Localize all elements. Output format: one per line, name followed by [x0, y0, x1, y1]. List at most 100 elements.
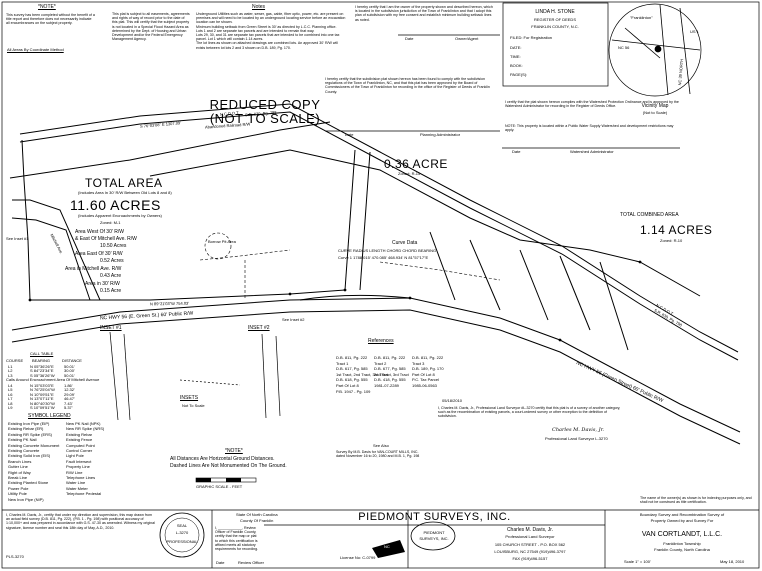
call-bearing: S 84°23'34"E — [30, 368, 54, 374]
watershed-date-label: Date — [512, 149, 521, 154]
note-item: The lot lines as shown on attached drawi… — [196, 41, 338, 50]
firm-name: PIEDMONT SURVEYS, INC. — [358, 511, 511, 523]
legend-item: Existing Rebar (ER) — [8, 426, 44, 432]
reference-line: 1st Tract, 2nd Tract, 3rd Tract — [336, 371, 389, 377]
reference-line: 2nd Tract, 3rd Tract — [374, 371, 409, 377]
reference-line: D.B. 811, Pg. 222 — [374, 355, 406, 360]
watershed-admin-label: Watershed Administrator — [570, 149, 614, 154]
area-mitchell-1: Area in Mitchell Ave. R/W — [65, 266, 122, 272]
graphic-scale-label: GRAPHIC SCALE - FEET — [196, 484, 243, 489]
legend-item: Gutter Line — [8, 464, 28, 470]
legend-item: Break Line — [8, 475, 28, 480]
firm-city: LOUISBURG, NC 27549 (919)496-3797 — [494, 549, 566, 554]
register-book: BOOK: — [510, 63, 523, 68]
inset-2-title: INSET #2 — [248, 325, 270, 331]
total-area-zoned: Zoned: M-1 — [100, 220, 121, 225]
owner-certificate: I hereby certify that I am the owner of … — [355, 5, 493, 22]
borrow-pit-label: Borrow Pit Area — [208, 239, 236, 244]
logo-line-1: PIEDMONT — [423, 530, 445, 535]
references-title: References — [368, 338, 394, 344]
legend-item: Control Corner — [66, 448, 93, 453]
total-area-detail: (Includes Apparent Encroachments by Owne… — [78, 213, 162, 218]
register-county: FRANKLIN COUNTY, N.C. — [531, 24, 579, 29]
encroach-course: L4 — [8, 383, 13, 388]
vicinity-place: "Franklinton" — [630, 15, 653, 20]
legend-title: SYMBOL LEGEND — [28, 413, 71, 419]
register-time: TIME: — [510, 54, 521, 59]
legend-item: New RR Spike (NRS) — [66, 426, 105, 432]
combined-area-value: 1.14 ACRES — [640, 223, 713, 237]
watershed-note: NOTE: This property is located within a … — [505, 124, 674, 133]
area-mitchell-2: 0.43 Acre — [100, 273, 122, 279]
legend-item: Fault Intersect — [66, 458, 92, 464]
plat-date: May 18, 2010 — [720, 559, 745, 564]
legend-item: Existing Rebar — [66, 431, 93, 437]
reference-line: D.B. 418, Pg. 555 — [374, 377, 406, 383]
inset-1-marker: See Inset #1 — [6, 236, 29, 241]
encroach-distance: 1.86' — [64, 383, 73, 388]
area-west-3: 10.50 Acres — [100, 243, 127, 249]
legend-item: Existing RR Spike (ERS) — [8, 431, 53, 437]
notes-list: Underground Utilities such as water, sew… — [196, 12, 346, 50]
legend-item: Right of Way — [8, 469, 31, 475]
reference-line: D.B. 617, Pg. 585 — [336, 366, 368, 372]
surveyor-signature: Charles M. Davis, Jr. — [552, 427, 605, 433]
vicinity-road-c: US 1 — [690, 29, 699, 34]
encroach-bearing: N 13°07'11"E — [30, 396, 54, 402]
legend-item: Existing PK Nail — [8, 437, 37, 443]
reference-line: 1981-07-2289 — [374, 383, 399, 388]
legend-item: New PK Nail (NPK) — [66, 421, 101, 426]
area-west-1: Area West Of 30' R/W — [75, 229, 124, 235]
register-title: REGISTER OF DEEDS — [533, 17, 576, 22]
legend-item: Power Pole — [8, 485, 29, 491]
see-also-label: See Also — [373, 443, 389, 448]
reference-line: D.B. 677, Pg. 585 — [374, 366, 406, 372]
reference-line: Tract 3 — [412, 360, 425, 366]
area-rw-2: 0.15 Acre — [100, 288, 122, 294]
reference-line: Part Of Lot 8 — [336, 383, 359, 388]
encroach-bearing: N 10°09'51"E — [30, 391, 54, 397]
vicinity-map-circle — [608, 3, 702, 97]
firm-fax: FAX (919)496-5157 — [512, 556, 548, 561]
surveyor-date: 05/18/2010 — [442, 398, 463, 403]
call-table-header-bearing: BEARING — [32, 358, 51, 363]
combined-area-zoned: Zoned: R-10 — [660, 238, 683, 243]
nc-mark: NC — [384, 544, 390, 549]
plat-purpose-2: Property Owned by and Survey For — [650, 518, 714, 523]
insets-subtitle: Not To Scale — [182, 403, 205, 408]
encroach-course: L5 — [8, 387, 13, 393]
curve-data-row: Curve 1 1788.015' 470.085' 468.934' N 81… — [338, 255, 429, 260]
call-table-header-distance: DISTANCE — [62, 358, 82, 363]
encroach-distance: 46.47' — [64, 396, 75, 402]
encroach-bearing: S 10°09'51"W — [30, 405, 55, 410]
watershed-certificate: I certify that the plat shown hereon com… — [505, 100, 679, 109]
general-note-title: *NOTE* — [38, 4, 56, 10]
encroach-distance: 5.37' — [64, 405, 73, 410]
call-bearing: N 05°36'26"E — [30, 364, 54, 369]
inset-1-title: INSET #1 — [100, 325, 122, 331]
reference-line: D.B. 811, Pg. 222 — [412, 355, 444, 360]
call-course: L2 — [8, 368, 13, 374]
legend-item: Existing Concrete Monument — [8, 442, 60, 448]
encroach-course: L6 — [8, 391, 13, 397]
call-table-header-course: COURSE — [6, 358, 24, 363]
reference-line: Part Of Lot 8 — [412, 371, 435, 377]
bottom-note-line1: All Distances Are Horizontal Ground Dist… — [170, 456, 275, 462]
encroach-course: L7 — [8, 396, 13, 402]
mid-area-value: 0.36 ACRE — [384, 157, 448, 171]
reference-line: D.B. 618, Pg. 555 — [336, 377, 368, 383]
owners-index-note: The name of the owner(s) as shown is for… — [640, 496, 752, 505]
encroach-distance: 7.43' — [64, 400, 73, 406]
call-distance: 30.00' — [64, 368, 75, 374]
planning-date-label: Date — [345, 132, 354, 137]
register-page: PAGE(S): — [510, 72, 528, 77]
mid-area-zoned: Zoned: R-15 — [398, 171, 421, 176]
plat-scale: Scale 1" = 100' — [624, 559, 651, 564]
call-distance: 50.01' — [64, 364, 75, 369]
not-to-scale-label: (NOT TO SCALE) — [209, 111, 321, 126]
plat-purpose-1: Boundary Survey and Recombination Survey… — [639, 512, 725, 517]
reference-line: D.B. 189, Pg. 170 — [412, 366, 444, 372]
reference-line: Tract 1 — [336, 360, 349, 366]
